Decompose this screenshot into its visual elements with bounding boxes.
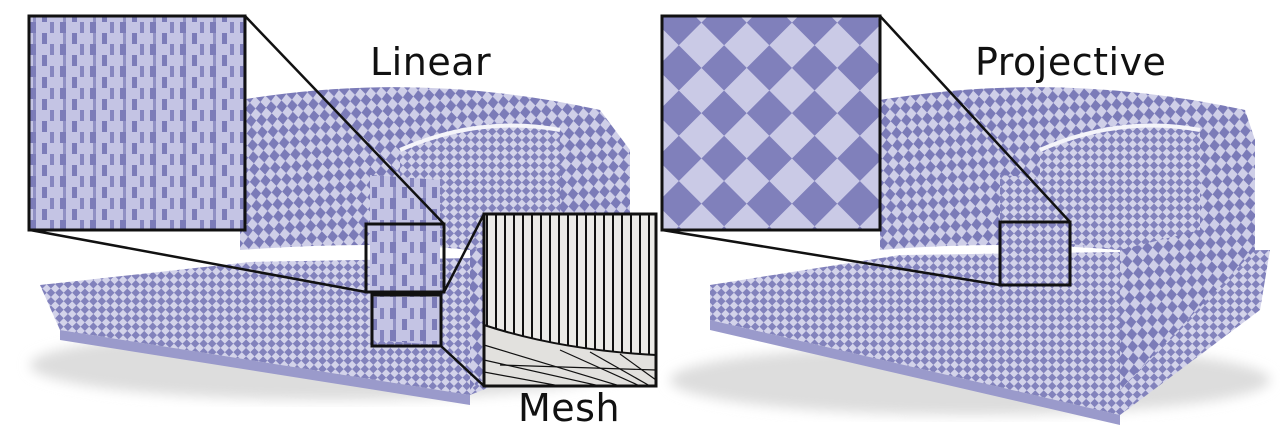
mesh-inset (482, 212, 658, 388)
mesh-highlight-box (370, 293, 443, 348)
linear-label: Linear (370, 40, 492, 84)
linear-zoom-inset (27, 14, 486, 387)
projective-highlight-box (998, 220, 1072, 287)
mesh-label: Mesh (518, 386, 621, 430)
projective-zoom-inset (660, 14, 1072, 287)
projective-label: Projective (975, 40, 1167, 84)
projective-scene (670, 87, 1270, 425)
linear-highlight-box (364, 222, 446, 294)
